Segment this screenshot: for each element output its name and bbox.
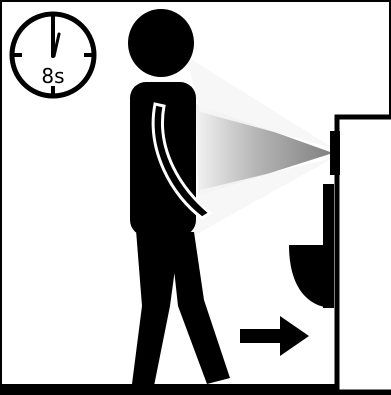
wall-sensor: [330, 131, 340, 175]
floor-line: [0, 384, 391, 395]
person-head: [128, 9, 194, 77]
clock-timer-icon: 8s: [10, 12, 96, 98]
timer-label: 8s: [41, 64, 64, 88]
wall-panel: [337, 117, 391, 392]
